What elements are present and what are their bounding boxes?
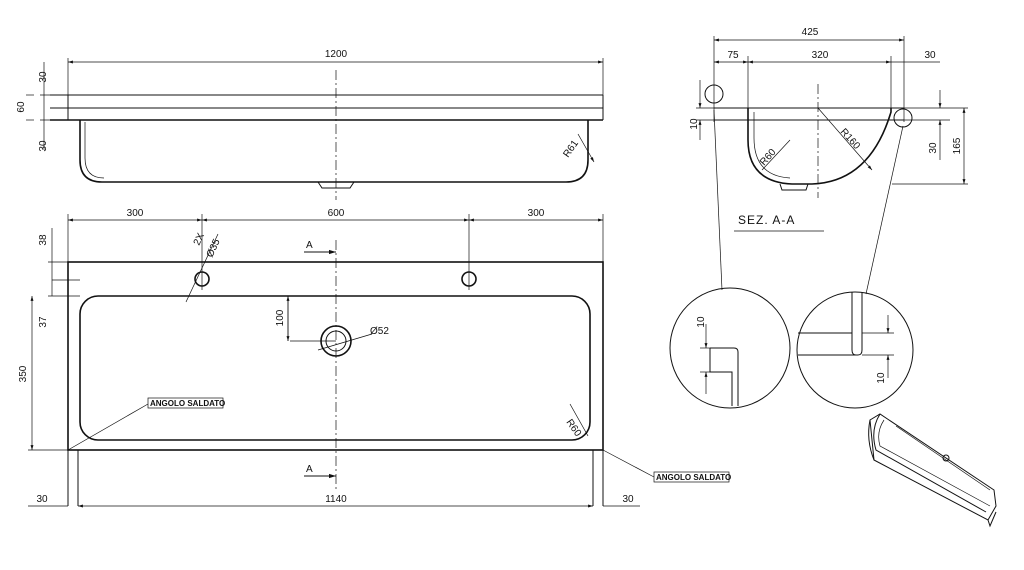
dim-back-lower: 37	[38, 316, 49, 328]
section-total-height: 165	[952, 137, 963, 154]
dim-right-offset: 300	[528, 208, 545, 219]
section-radius-large: R160	[838, 127, 862, 152]
plan-view: 300 600 300 2X Ø35 100 Ø52 A A	[18, 208, 731, 508]
section-right-part: 30	[924, 50, 936, 61]
corner-radius: R60	[564, 417, 584, 439]
detail-right: 10	[796, 291, 914, 409]
front-view: 1200 30 60 30 R61	[16, 49, 604, 200]
dim-drain-offset: 100	[275, 309, 286, 326]
section-title: SEZ. A-A	[738, 213, 795, 227]
dim-left-margin: 30	[36, 494, 48, 505]
dim-right-margin: 30	[622, 494, 634, 505]
section-overall-width: 425	[802, 27, 819, 38]
section-marker-bottom: A	[306, 464, 313, 475]
tap-hole-left	[194, 271, 210, 287]
tap-hole-right	[461, 271, 477, 287]
welded-corner-label-right: ANGOLO SALDATO	[656, 473, 731, 482]
dim-rim-height: 60	[16, 101, 27, 113]
section-view: 425 75 320 30 R60 R160 10 30	[689, 27, 968, 295]
dim-overall-width: 1200	[325, 49, 348, 60]
section-left-height: 10	[689, 118, 700, 130]
detail-left-dimension: 10	[696, 316, 707, 328]
dim-inner-width: 1140	[325, 494, 347, 505]
detail-left: 10	[669, 287, 791, 409]
dim-left-offset: 300	[127, 208, 144, 219]
dim-rim-top: 30	[38, 71, 49, 83]
tap-hole-count: 2X	[192, 231, 207, 247]
section-rim-height: 30	[928, 142, 939, 154]
section-marker-top: A	[306, 240, 313, 251]
detail-right-dimension: 10	[876, 372, 887, 384]
section-middle-part: 320	[812, 50, 829, 61]
dim-middle-span: 600	[328, 208, 345, 219]
welded-corner-label-left: ANGOLO SALDATO	[150, 399, 225, 408]
sink-3d-sketch	[868, 413, 997, 528]
tap-hole-diameter: Ø35	[205, 237, 223, 259]
dim-basin-depth: 350	[18, 365, 29, 382]
dim-back-depth: 38	[38, 234, 49, 246]
dim-bottom-height: 30	[38, 140, 49, 152]
section-left-part: 75	[727, 50, 739, 61]
drain-diameter: Ø52	[370, 326, 389, 337]
radius-label: R61	[561, 138, 581, 160]
